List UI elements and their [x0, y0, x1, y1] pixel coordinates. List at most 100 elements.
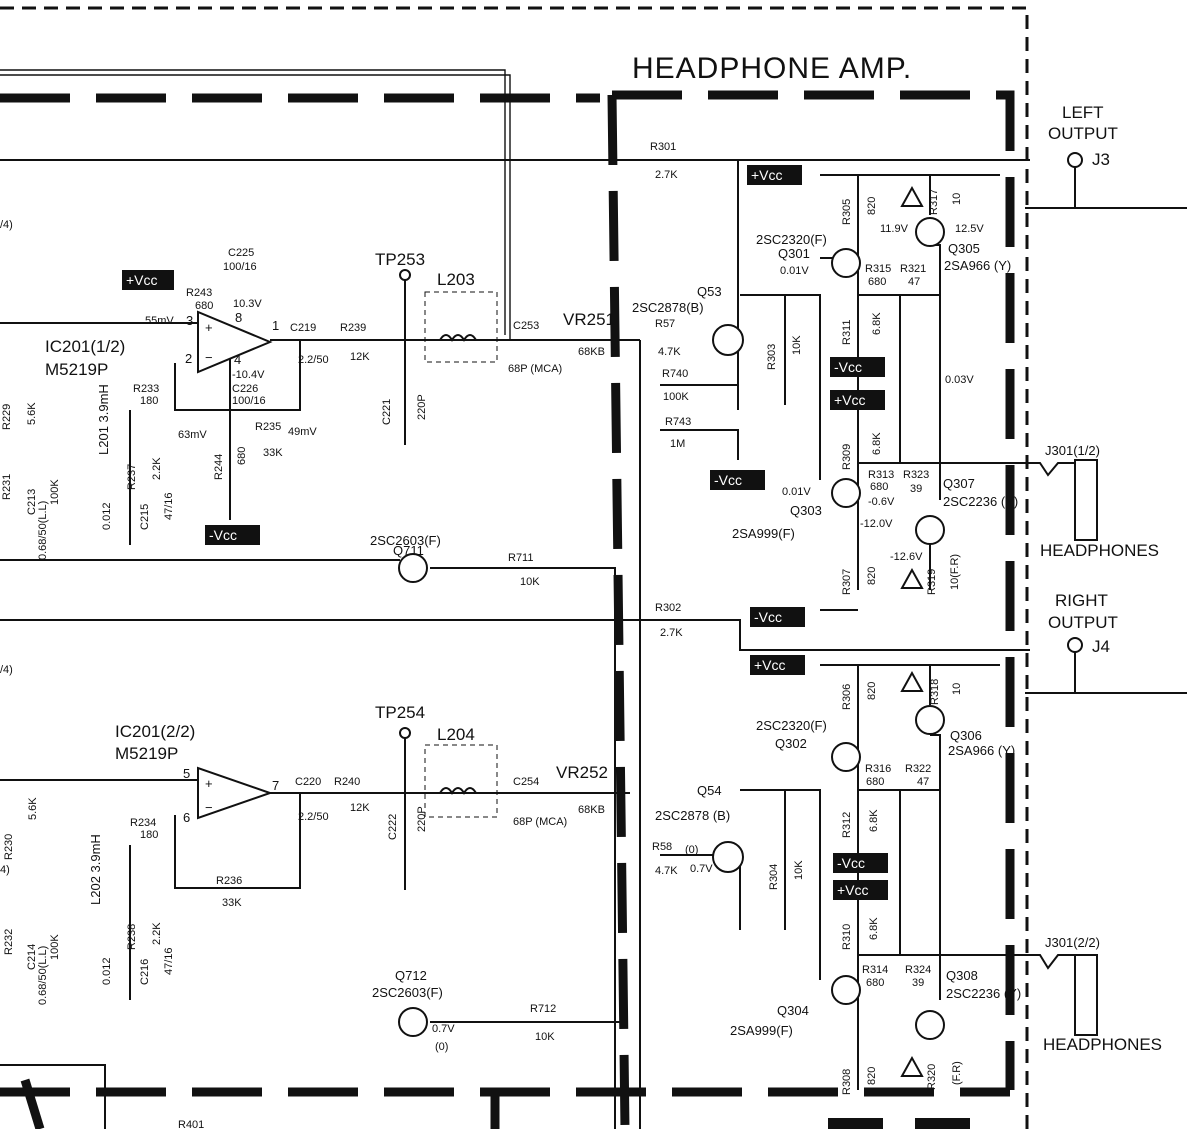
svg-text:7: 7	[272, 778, 279, 793]
svg-text:-12.6V: -12.6V	[890, 551, 923, 563]
svg-text:63mV: 63mV	[178, 429, 207, 441]
svg-text:C254: C254	[513, 776, 539, 788]
svg-text:5.6K: 5.6K	[27, 797, 39, 820]
misc-labels: TP253 TP254 L203 L204 L201 3.9mH L202 3.…	[88, 250, 615, 905]
svg-text:3: 3	[186, 313, 193, 328]
svg-text:47: 47	[908, 276, 920, 288]
svg-text:R305: R305	[841, 199, 853, 225]
svg-text:R319: R319	[926, 569, 938, 595]
svg-text:-12.0V: -12.0V	[860, 518, 893, 530]
svg-text:0.68/50(L.L): 0.68/50(L.L)	[37, 501, 49, 560]
j301-bottom-jack-icon	[1074, 954, 1098, 1036]
svg-text:R318: R318	[929, 679, 941, 705]
svg-text:10K: 10K	[793, 860, 805, 880]
svg-text:2.2K: 2.2K	[151, 922, 163, 945]
svg-text:100K: 100K	[663, 391, 689, 403]
svg-text:R317: R317	[928, 189, 940, 215]
svg-text:820: 820	[866, 682, 878, 700]
page-title: HEADPHONE AMP.	[632, 52, 912, 85]
svg-text:/4): /4)	[0, 664, 13, 676]
svg-text:2SC2603(F): 2SC2603(F)	[372, 985, 443, 1000]
svg-text:39: 39	[912, 977, 924, 989]
svg-text:+: +	[205, 320, 213, 335]
svg-text:820: 820	[866, 567, 878, 585]
svg-text:Q308: Q308	[946, 968, 978, 983]
svg-text:C219: C219	[290, 322, 316, 334]
l203-coil	[439, 334, 477, 342]
q303-symbol	[831, 478, 861, 508]
svg-text:R307: R307	[841, 569, 853, 595]
voltage-labels: 55mV 10.3V -10.4V 63mV 49mV 0.01V 11.9V …	[0, 219, 984, 1053]
svg-text:12.5V: 12.5V	[955, 223, 984, 235]
svg-text:/4): /4)	[0, 219, 13, 231]
svg-text:11.9V: 11.9V	[880, 223, 909, 235]
svg-text:R324: R324	[905, 964, 931, 976]
svg-text:R302: R302	[655, 602, 681, 614]
svg-text:R240: R240	[334, 776, 360, 788]
svg-text:R323: R323	[903, 469, 929, 481]
svg-text:VR251: VR251	[563, 310, 615, 329]
svg-text:2SC2603(F): 2SC2603(F)	[370, 533, 441, 548]
q711-symbol	[398, 553, 428, 583]
svg-text:6.8K: 6.8K	[871, 312, 883, 335]
j301-bottom-contact	[1025, 954, 1075, 970]
svg-text:68P (MCA): 68P (MCA)	[508, 363, 562, 375]
svg-text:820: 820	[866, 197, 878, 215]
tp254-icon	[399, 727, 411, 739]
svg-text:68KB: 68KB	[578, 346, 605, 358]
svg-text:−: −	[205, 800, 213, 815]
svg-text:Q307: Q307	[943, 476, 975, 491]
svg-text:2SA999(F): 2SA999(F)	[732, 526, 795, 541]
svg-text:(0): (0)	[435, 1041, 448, 1053]
q305-symbol	[915, 217, 945, 247]
q307-symbol	[915, 515, 945, 545]
svg-text:10: 10	[951, 683, 963, 695]
svg-text:L201 3.9mH: L201 3.9mH	[96, 384, 111, 455]
svg-text:R313: R313	[868, 469, 894, 481]
svg-text:100/16: 100/16	[223, 261, 257, 273]
svg-text:R309: R309	[841, 444, 853, 470]
svg-text:4.7K: 4.7K	[658, 346, 681, 358]
svg-text:2SC2878 (B): 2SC2878 (B)	[655, 808, 730, 823]
svg-text:-Vcc: -Vcc	[837, 855, 865, 871]
svg-text:C214: C214	[26, 944, 38, 970]
svg-text:C216: C216	[139, 959, 151, 985]
svg-text:-10.4V: -10.4V	[232, 369, 265, 381]
svg-text:C221: C221	[381, 399, 393, 425]
svg-text:C222: C222	[387, 814, 399, 840]
svg-text:33K: 33K	[222, 897, 242, 909]
svg-text:R321: R321	[900, 263, 926, 275]
j301-top-jack-icon	[1074, 459, 1098, 541]
svg-text:2.2/50: 2.2/50	[298, 354, 329, 366]
svg-text:R308: R308	[841, 1069, 853, 1095]
transistor-symbols	[398, 217, 945, 1040]
vcc-labels: +Vcc -Vcc -Vcc +Vcc -Vcc +Vcc -Vcc +Vcc …	[122, 165, 970, 1129]
svg-text:680: 680	[236, 447, 248, 465]
top-channel-wires	[0, 69, 1187, 1129]
svg-text:R306: R306	[841, 684, 853, 710]
svg-text:1: 1	[272, 318, 279, 333]
svg-text:12K: 12K	[350, 802, 370, 814]
q301-symbol	[831, 248, 861, 278]
svg-text:820: 820	[866, 1067, 878, 1085]
j4-jack-icon	[1067, 637, 1083, 653]
svg-text:Q303: Q303	[790, 503, 822, 518]
svg-text:J3: J3	[1092, 150, 1110, 169]
svg-text:6.8K: 6.8K	[868, 917, 880, 940]
svg-text:R58: R58	[652, 841, 672, 853]
svg-text:0.68/50(L.L): 0.68/50(L.L)	[37, 946, 49, 1005]
svg-text:R243: R243	[186, 287, 212, 299]
svg-text:33K: 33K	[263, 447, 283, 459]
q306-symbol	[915, 705, 945, 735]
svg-text:(F.R): (F.R)	[951, 1061, 963, 1085]
j3-jack-icon	[1067, 152, 1083, 168]
svg-text:0.01V: 0.01V	[780, 265, 809, 277]
svg-text:2.2K: 2.2K	[151, 457, 163, 480]
svg-text:+Vcc: +Vcc	[754, 657, 786, 673]
svg-text:HEADPHONES: HEADPHONES	[1043, 1035, 1162, 1054]
tp253-icon	[399, 269, 411, 281]
svg-text:2SC2878(B): 2SC2878(B)	[632, 300, 704, 315]
svg-text:-Vcc: -Vcc	[834, 359, 862, 375]
svg-text:4: 4	[234, 352, 241, 367]
svg-text:OUTPUT: OUTPUT	[1048, 124, 1118, 143]
